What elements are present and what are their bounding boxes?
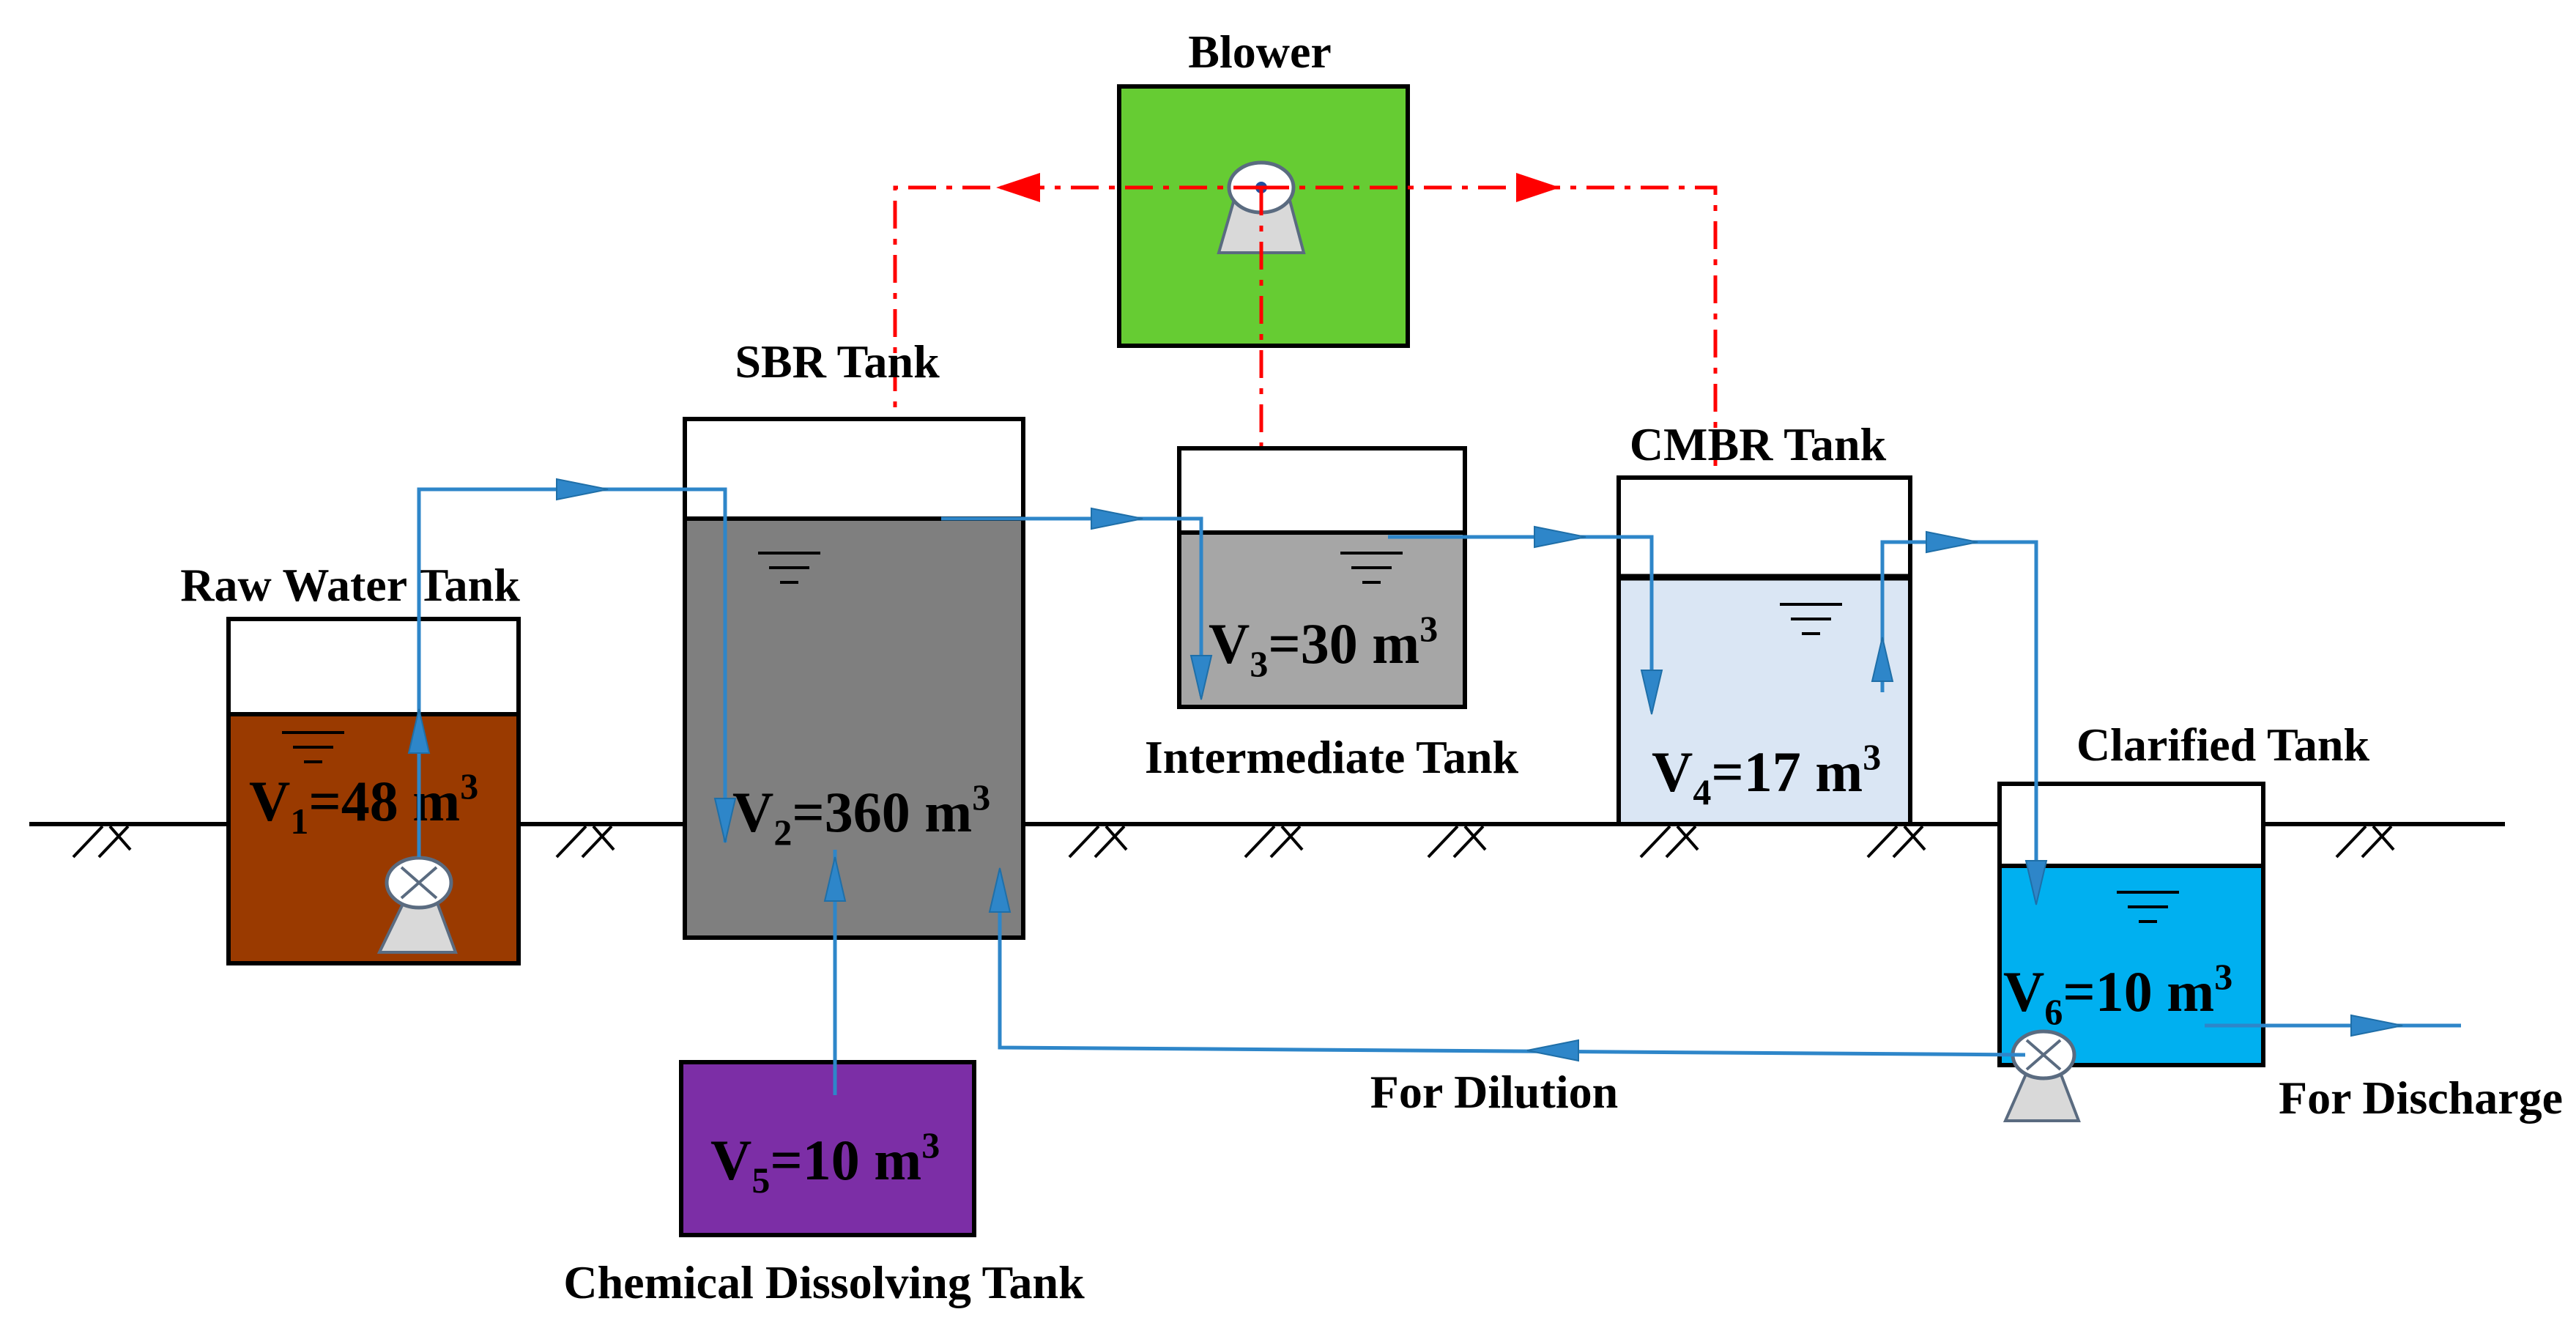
sbr-tank: SBR Tank V2=360 m3 (683, 336, 1025, 940)
arrow-into-intermediate (1189, 655, 1213, 700)
chemical-tank-label: Chemical Dissolving Tank (563, 1256, 1085, 1308)
arrow-raw-to-sbr (556, 478, 609, 501)
clarified-tank: Clarified Tank V6=10 m3 (1997, 719, 2370, 1122)
line-intermediate-to-cmbr (1388, 535, 1654, 711)
arrow-discharge (2350, 1014, 2403, 1037)
air-arrow-right (1516, 173, 1560, 202)
water-level-icon (1340, 552, 1403, 584)
raw-water-tank-label: Raw Water Tank (180, 559, 520, 611)
raw-water-fill (226, 712, 521, 965)
arrow-raw-up (407, 708, 431, 754)
arrow-into-sbr (713, 798, 737, 843)
air-arrow-left (996, 173, 1040, 202)
arrow-sbr-to-intermediate (1091, 507, 1143, 530)
water-level-icon (1780, 603, 1842, 635)
intermediate-tank-label: Intermediate Tank (1145, 731, 1519, 783)
raw-water-tank: Raw Water Tank V1=48 m3 (180, 559, 521, 965)
cmbr-fill (1617, 575, 1912, 826)
v1-label: V1=48 m3 (249, 765, 478, 842)
clarified-pump-icon (2002, 1029, 2081, 1122)
arrow-cmbr-up (1871, 637, 1894, 682)
water-level-icon (758, 552, 820, 584)
v5-label: V5=10 m3 (710, 1124, 940, 1201)
blower-label: Blower (1188, 26, 1332, 78)
chemical-dissolving-tank: V5=10 m3 Chemical Dissolving Tank (563, 1060, 1085, 1308)
cmbr-tank: CMBR Tank V4=17 m3 (1617, 418, 1912, 826)
blower-unit: Blower (1117, 26, 1410, 348)
sbr-tank-label: SBR Tank (735, 336, 940, 388)
water-level-icon (2117, 891, 2179, 923)
line-dilution-return (998, 872, 2026, 1057)
water-level-icon (282, 731, 344, 763)
arrow-into-clarified (2024, 860, 2048, 905)
dilution-label: For Dilution (1370, 1066, 1618, 1118)
v3-label: V3=30 m3 (1209, 608, 1438, 684)
water-arrows (407, 478, 2403, 1062)
arrow-dilution-left (1526, 1039, 1579, 1062)
ground-hatching (72, 825, 2395, 859)
arrow-cmbr-to-clarified (1926, 530, 1978, 554)
arrow-intermediate-to-cmbr (1534, 525, 1586, 549)
sbr-fill (683, 516, 1025, 940)
cmbr-tank-label: CMBR Tank (1630, 418, 1887, 470)
intermediate-fill (1177, 530, 1467, 709)
intermediate-tank: Intermediate Tank V3=30 m3 (1145, 446, 1519, 783)
v4-label: V4=17 m3 (1652, 736, 1881, 812)
v2-label: V2=360 m3 (732, 776, 990, 853)
discharge-label: For Discharge (2279, 1072, 2563, 1124)
raw-water-pump-icon (376, 856, 458, 954)
v6-label: V6=10 m3 (2003, 956, 2232, 1032)
arrow-chemical-up (823, 856, 847, 902)
line-sbr-to-intermediate (941, 516, 1203, 696)
arrow-into-cmbr (1640, 670, 1663, 715)
clarified-tank-label: Clarified Tank (2076, 719, 2370, 771)
chemical-fill (679, 1060, 976, 1237)
arrow-dilution-up (988, 867, 1012, 913)
